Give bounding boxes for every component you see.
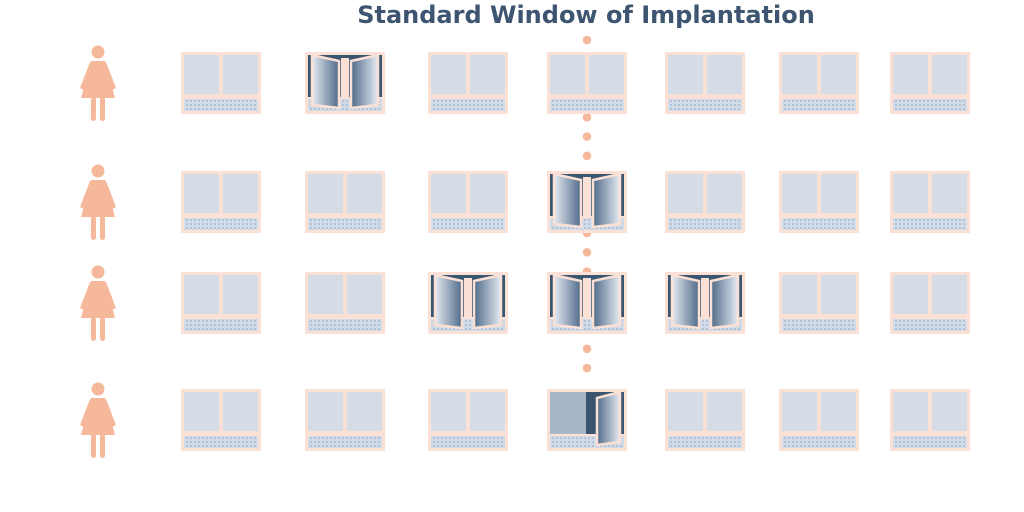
window-closed-icon <box>181 171 261 233</box>
window-closed-icon <box>779 389 859 451</box>
window-closed-icon <box>890 171 970 233</box>
window-closed-icon <box>181 272 261 334</box>
woman-icon <box>80 382 116 458</box>
woman-icon <box>80 45 116 121</box>
dotted-line-dot <box>582 35 592 45</box>
window-closed-icon <box>665 171 745 233</box>
window-closed-icon <box>428 52 508 114</box>
window-open-icon <box>547 272 627 334</box>
window-closed-icon <box>428 389 508 451</box>
window-open-icon <box>305 52 385 114</box>
window-closed-icon <box>305 171 385 233</box>
window-closed-icon <box>779 272 859 334</box>
window-closed-icon <box>428 171 508 233</box>
window-open-icon <box>665 272 745 334</box>
window-closed-icon <box>890 272 970 334</box>
window-closed-icon <box>305 389 385 451</box>
window-open-icon <box>428 272 508 334</box>
window-closed-icon <box>305 272 385 334</box>
window-open-icon <box>547 389 627 451</box>
people-column <box>80 45 116 458</box>
dotted-line-dot <box>582 363 592 373</box>
woman-icon <box>80 265 116 341</box>
dotted-line-dot <box>582 151 592 161</box>
window-open-icon <box>547 171 627 233</box>
dotted-line-dot <box>582 344 592 354</box>
dotted-line-dot <box>582 112 592 122</box>
dotted-line-dot <box>582 132 592 141</box>
window-closed-icon <box>665 52 745 114</box>
window-closed-icon <box>890 389 970 451</box>
window-closed-icon <box>665 389 745 451</box>
window-closed-icon <box>779 52 859 114</box>
window-closed-icon <box>181 389 261 451</box>
window-closed-icon <box>779 171 859 233</box>
window-closed-icon <box>181 52 261 114</box>
dotted-line-dot <box>582 248 592 257</box>
window-grid <box>181 52 970 451</box>
diagram-title: Standard Window of Implantation <box>357 1 815 29</box>
window-closed-icon <box>547 52 627 114</box>
window-closed-icon <box>890 52 970 114</box>
woman-icon <box>80 164 116 240</box>
